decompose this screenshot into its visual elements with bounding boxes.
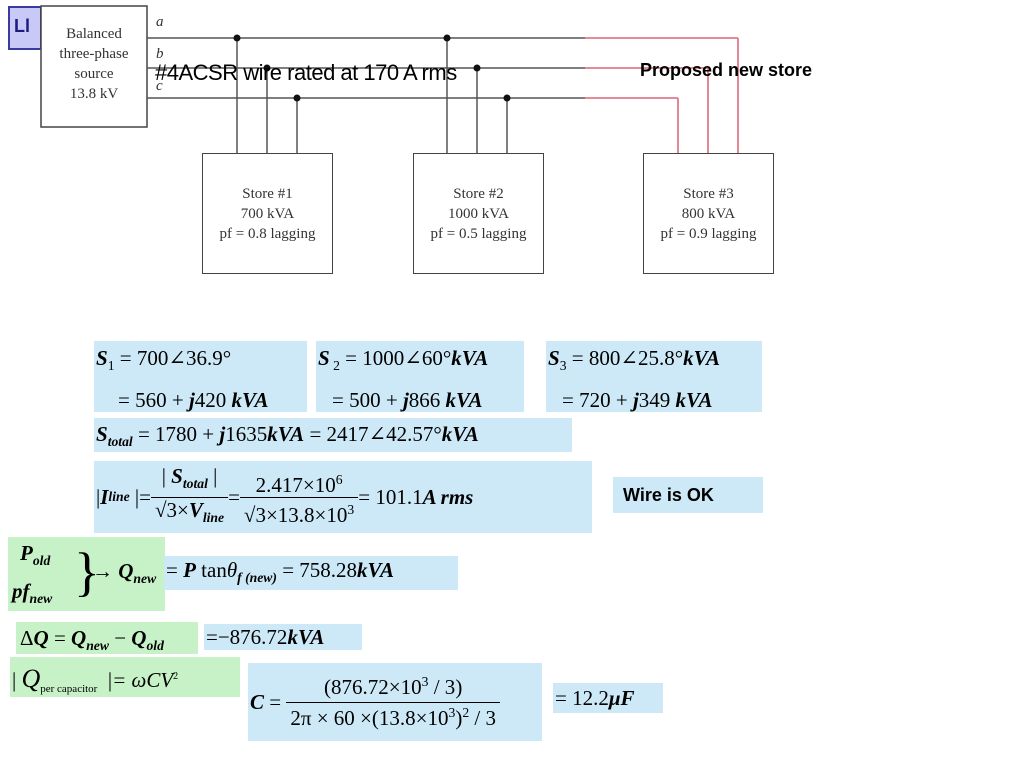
circuit-diagram xyxy=(40,5,739,153)
equation-s1: S1 = 700∠36.9° = 560 + j420 kVA xyxy=(94,341,307,412)
equation-q-new: = P tanθf (new) = 758.28kVA xyxy=(164,556,458,590)
phase-b-label: b xyxy=(156,46,164,62)
wire-ok-note: Wire is OK xyxy=(613,477,763,513)
equation-pold-pfnew: Pold pfnew } → Qnew xyxy=(8,537,165,611)
equation-capacitance-result: = 12.2μF xyxy=(553,683,663,713)
phase-c-label: c xyxy=(156,78,163,94)
store-3-box: Store #3 800 kVA pf = 0.9 lagging xyxy=(643,153,774,274)
equation-s2: S 2 = 1000∠60°kVA = 500 + j866 kVA xyxy=(316,341,524,412)
phase-a-label: a xyxy=(156,14,164,30)
wire-rating-label: #4ACSR wire rated at 170 A rms xyxy=(155,60,457,85)
proposed-store-label: Proposed new store xyxy=(640,60,813,80)
source-label: Balanced three-phase source 13.8 kV xyxy=(59,26,129,102)
equation-q-per-capacitor: | Qper capacitor |= ωCV2 xyxy=(10,657,240,697)
slide-title-tab: Ll xyxy=(8,6,42,50)
store-1-box: Store #1 700 kVA pf = 0.8 lagging xyxy=(202,153,333,274)
equation-delta-q-result: =−876.72kVA xyxy=(204,624,362,650)
equation-s-total: Stotal = 1780 + j1635kVA = 2417∠42.57°kV… xyxy=(94,418,572,452)
store-2-box: Store #2 1000 kVA pf = 0.5 lagging xyxy=(413,153,544,274)
equation-s3: S3 = 800∠25.8°kVA = 720 + j349 kVA xyxy=(546,341,762,412)
equation-delta-q: ΔQ = Qnew − Qold xyxy=(16,622,198,654)
equation-capacitance: C = (876.72×103 / 3) 2π × 60 ×(13.8×103)… xyxy=(248,663,542,741)
